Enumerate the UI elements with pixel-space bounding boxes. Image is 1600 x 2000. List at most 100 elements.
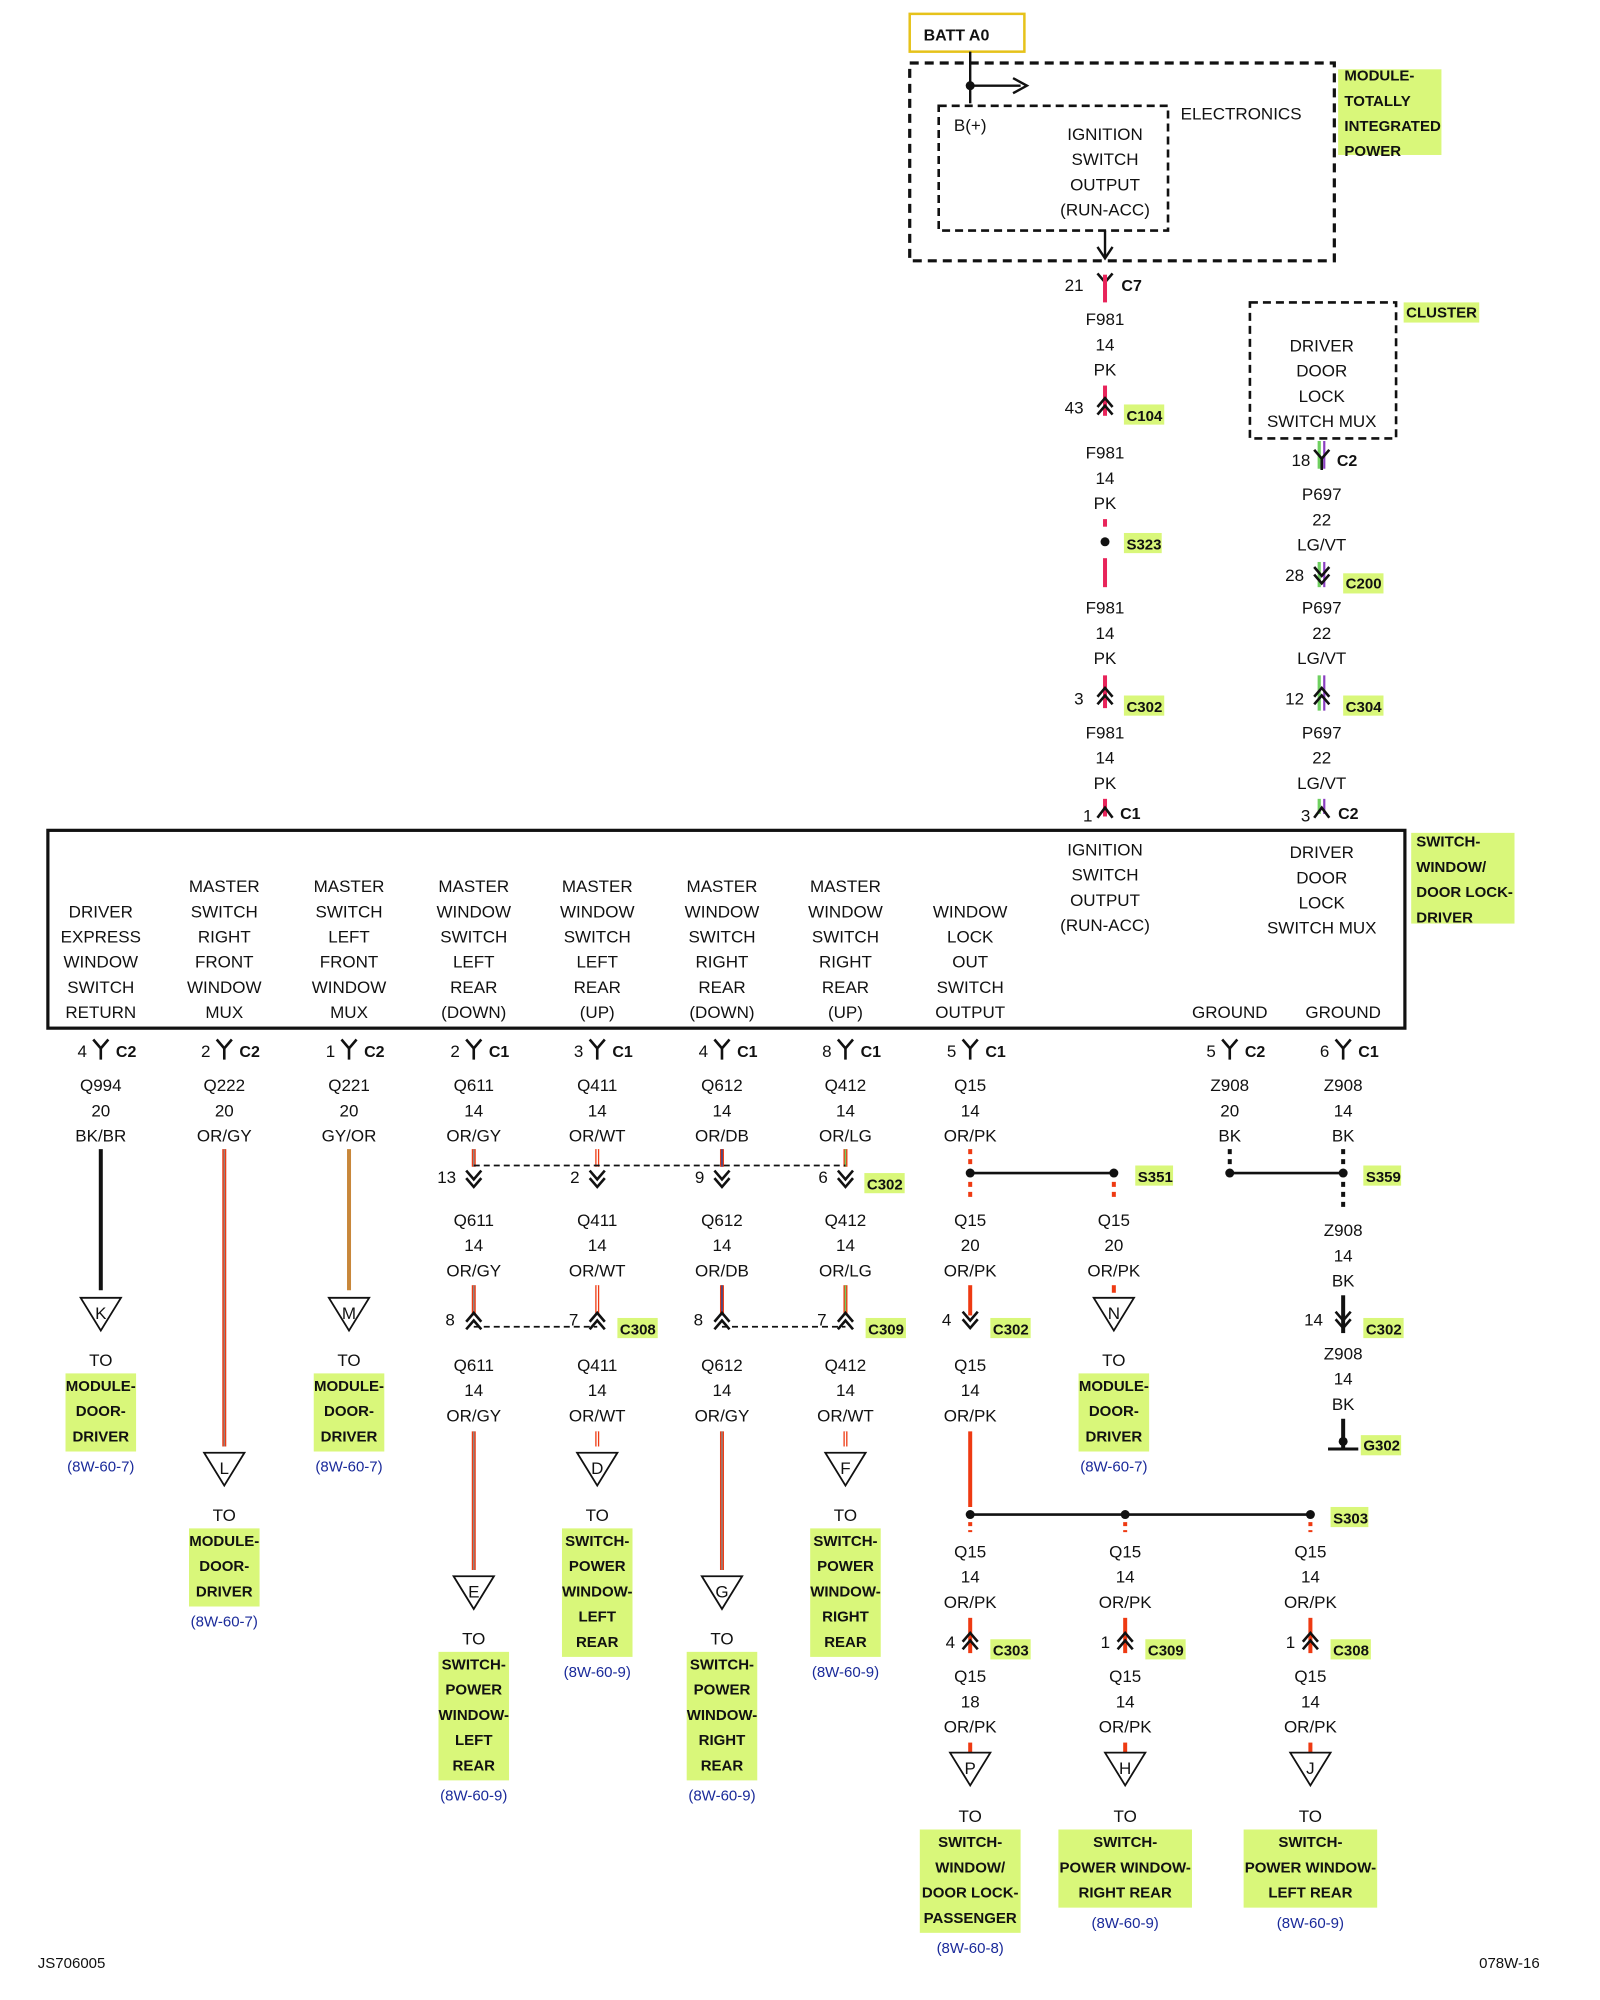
destination-m-arrow[interactable] bbox=[327, 1296, 371, 1333]
connector-name: C302 bbox=[1366, 1321, 1402, 1338]
c200-connector bbox=[1313, 566, 1331, 586]
to-label: TO bbox=[1114, 1807, 1137, 1826]
pin-number: 1 bbox=[1101, 1633, 1110, 1652]
module-pin-label: RIGHT bbox=[696, 953, 749, 972]
ground-point bbox=[1338, 1436, 1348, 1446]
wire-label: F981 bbox=[1086, 723, 1125, 742]
cluster-label: DRIVER bbox=[1290, 337, 1354, 356]
destination-e-arrow[interactable] bbox=[451, 1575, 496, 1611]
wire-label: OR/PK bbox=[1284, 1718, 1338, 1737]
connector-name: C2 bbox=[1245, 1044, 1266, 1061]
wire-label: PK bbox=[1094, 360, 1117, 379]
tipm-title-highlight bbox=[1338, 69, 1442, 155]
destination-name: LEFT bbox=[455, 1732, 493, 1749]
pin-number: 6 bbox=[818, 1168, 827, 1187]
to-label: TO bbox=[213, 1506, 236, 1525]
destination-f-arrow[interactable] bbox=[823, 1451, 868, 1488]
switch-module-title: WINDOW/ bbox=[1416, 859, 1487, 876]
wire-label: 14 bbox=[713, 1236, 732, 1255]
s303-splice-point bbox=[1120, 1510, 1130, 1520]
wire-label: 14 bbox=[1301, 1568, 1320, 1587]
connector-highlight bbox=[990, 1639, 1031, 1660]
wire-label: BK bbox=[1218, 1127, 1241, 1146]
wire-label: OR/WT bbox=[569, 1261, 626, 1280]
page-reference: (8W-60-7) bbox=[67, 1459, 134, 1476]
inline-terminal bbox=[961, 1630, 979, 1651]
destination-l-arrow[interactable] bbox=[202, 1451, 247, 1488]
destination-name: LEFT REAR bbox=[1268, 1885, 1352, 1902]
wire-label: Q15 bbox=[1294, 1667, 1326, 1686]
connector-name: C308 bbox=[1333, 1643, 1369, 1660]
destination-d-arrow[interactable] bbox=[575, 1451, 620, 1488]
wire-label: Q221 bbox=[328, 1076, 370, 1095]
pin-number: 4 bbox=[942, 1311, 951, 1330]
module-pin-label: (UP) bbox=[828, 1003, 863, 1022]
pin-number: 14 bbox=[1304, 1311, 1323, 1330]
destination-name: LEFT bbox=[578, 1609, 616, 1626]
pin-number: 12 bbox=[1285, 689, 1304, 708]
connector-name: C304 bbox=[1346, 699, 1383, 716]
connector-name: C1 bbox=[1120, 806, 1141, 823]
tipm-title: INTEGRATED bbox=[1344, 118, 1441, 135]
destination-name: REAR bbox=[824, 1634, 867, 1651]
connector-highlight bbox=[1123, 695, 1165, 716]
wire-label: OR/PK bbox=[944, 1406, 998, 1425]
destination-h-arrow[interactable] bbox=[1103, 1751, 1147, 1788]
destination-k-arrow[interactable] bbox=[79, 1296, 123, 1333]
wire-label: 14 bbox=[961, 1568, 980, 1587]
connector-name: C308 bbox=[620, 1321, 656, 1338]
c302-connector bbox=[1096, 685, 1114, 706]
wire-label: OR/PK bbox=[1087, 1261, 1141, 1280]
wire-label: Q411 bbox=[577, 1076, 617, 1095]
splice-name: S303 bbox=[1333, 1510, 1368, 1527]
destination-n-arrow[interactable] bbox=[1092, 1296, 1136, 1333]
pin-number: 5 bbox=[947, 1042, 956, 1061]
wire-label: 14 bbox=[1096, 469, 1115, 488]
module-terminal bbox=[1221, 1038, 1239, 1060]
pin-number: 2 bbox=[450, 1042, 459, 1061]
wire-label: OR/WT bbox=[569, 1406, 626, 1425]
connector-name: C303 bbox=[993, 1643, 1029, 1660]
page-reference: (8W-60-9) bbox=[1092, 1915, 1159, 1932]
destination-j-arrow[interactable] bbox=[1288, 1751, 1333, 1788]
module-pin-label: SWITCH bbox=[315, 902, 382, 921]
module-pin-label: WINDOW bbox=[187, 978, 262, 997]
pin-number: 28 bbox=[1285, 566, 1304, 585]
pin-number: 7 bbox=[569, 1311, 578, 1330]
pin-number: 43 bbox=[1065, 398, 1084, 417]
destination-g-arrow[interactable] bbox=[700, 1575, 744, 1611]
destination-name: RIGHT bbox=[699, 1732, 746, 1749]
wire-label: 14 bbox=[464, 1101, 483, 1120]
wire-label: 14 bbox=[836, 1381, 855, 1400]
to-label: TO bbox=[462, 1629, 485, 1648]
module-pin-label: LEFT bbox=[576, 953, 618, 972]
connector-name: C2 bbox=[364, 1044, 385, 1061]
destination-name: REAR bbox=[453, 1757, 496, 1774]
wire-label: Q15 bbox=[954, 1076, 986, 1095]
wire-label: OR/WT bbox=[569, 1127, 626, 1146]
connector-highlight bbox=[1363, 1317, 1404, 1339]
module-pin-label: SWITCH bbox=[688, 927, 755, 946]
connector-name: C309 bbox=[868, 1321, 904, 1338]
wire-label: LG/VT bbox=[1297, 536, 1346, 555]
destination-letter: K bbox=[95, 1304, 107, 1323]
destination-name: RIGHT REAR bbox=[1079, 1885, 1173, 1902]
wire-label: Q412 bbox=[825, 1356, 867, 1375]
connector-highlight bbox=[1330, 1639, 1371, 1660]
wire-label: 22 bbox=[1312, 624, 1331, 643]
destination-name: WINDOW- bbox=[439, 1707, 510, 1724]
electronics-label: ELECTRONICS bbox=[1181, 105, 1302, 124]
wire-label: 20 bbox=[215, 1101, 234, 1120]
destination-name: REAR bbox=[576, 1634, 619, 1651]
wire-label: 20 bbox=[91, 1101, 110, 1120]
destination-name: SWITCH- bbox=[938, 1834, 1002, 1851]
c302-terminal bbox=[713, 1169, 731, 1189]
destination-p-arrow[interactable] bbox=[948, 1751, 992, 1788]
destination-name: POWER bbox=[569, 1558, 626, 1575]
module-pin-label: MASTER bbox=[438, 877, 509, 896]
module-pin-label: RIGHT bbox=[819, 953, 872, 972]
wire-label: Q15 bbox=[954, 1667, 986, 1686]
tipm-module-box bbox=[908, 61, 1336, 263]
wire-label: Q612 bbox=[701, 1356, 743, 1375]
tipm-title: MODULE- bbox=[1344, 68, 1414, 85]
